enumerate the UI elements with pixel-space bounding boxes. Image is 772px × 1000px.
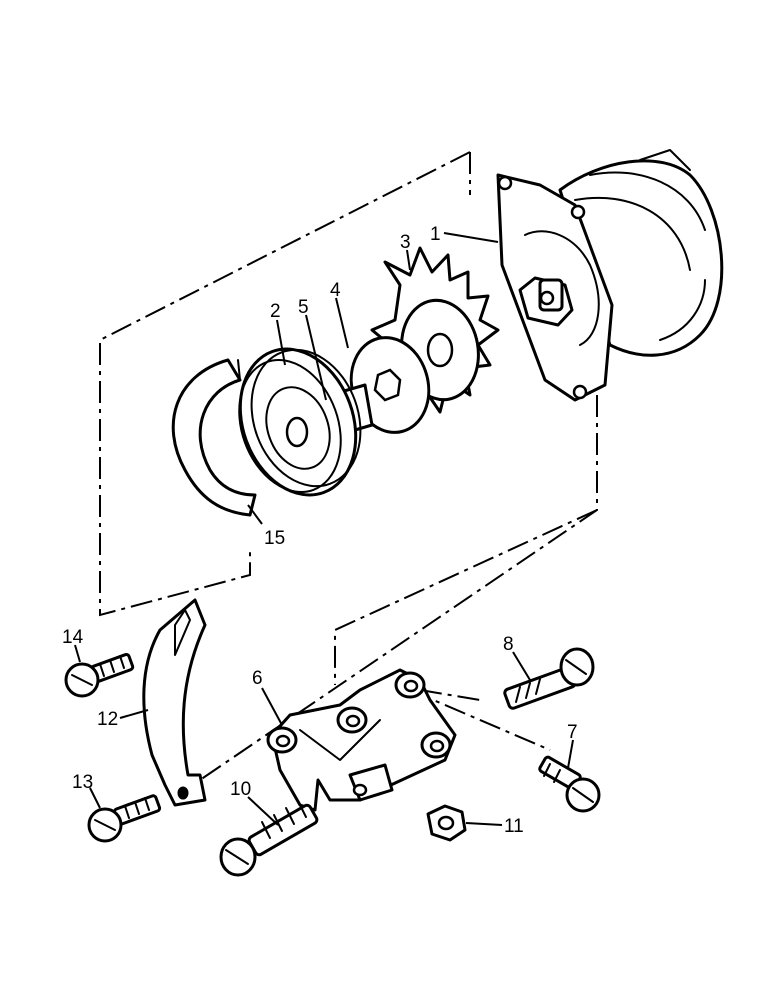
- callout-12: 12: [97, 709, 118, 730]
- callout-14: 14: [62, 627, 84, 648]
- nut-11: [426, 804, 467, 842]
- bolt-7: [538, 755, 601, 813]
- bolt-13: [87, 794, 162, 843]
- callout-3: 3: [400, 232, 411, 253]
- assembly-guide-lines: [99, 151, 598, 781]
- callout-leaders: [74, 232, 574, 826]
- callout-4: 4: [330, 280, 341, 301]
- bolt-14: [64, 652, 135, 698]
- callout-6: 6: [252, 668, 263, 689]
- alternator-body: [496, 149, 724, 402]
- callout-5: 5: [298, 297, 309, 318]
- callout-11: 11: [504, 816, 524, 837]
- adjusting-strap: [142, 598, 207, 807]
- callout-7: 7: [567, 722, 578, 743]
- callout-13: 13: [72, 772, 93, 793]
- mounting-bracket: [266, 668, 457, 812]
- bolt-8: [503, 647, 595, 710]
- callout-labels: 1 2 3 4 5 6 7 8 10 11 12 13 14 15: [62, 224, 578, 837]
- callout-10: 10: [230, 779, 251, 800]
- callout-2: 2: [270, 301, 281, 322]
- callout-8: 8: [503, 634, 514, 655]
- callout-1: 1: [430, 224, 441, 245]
- callout-15: 15: [264, 528, 285, 549]
- belt-guard: [171, 358, 257, 517]
- bolt-10: [219, 800, 319, 877]
